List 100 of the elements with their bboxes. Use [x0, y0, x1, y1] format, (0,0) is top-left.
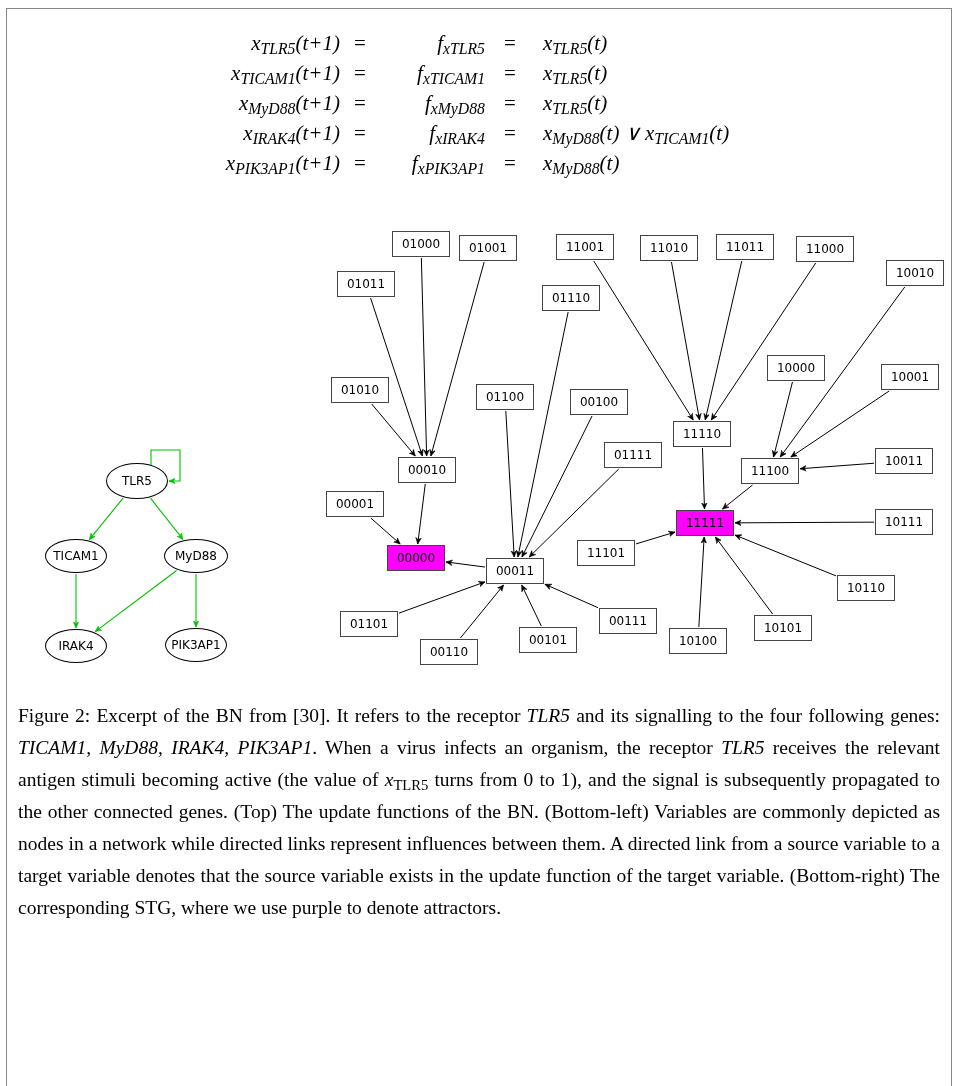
arrow [150, 497, 184, 540]
state-box [741, 458, 799, 484]
arrow [370, 517, 401, 545]
gene-ellipse [164, 539, 228, 573]
figure-caption: Figure 2: Excerpt of the BN from [30]. It refers to the receptor TLR5 and its signalling to the four following genes: TICAM1, MyD88, IRAK4, PIK3AP1. When a virus infects an organism, the receptor TLR5 receives the relevant antigen stimuli becoming active (the value of x$_{TLR5}$ turns from 0 to 1), and the signal is subsequently propagated to the other connected genes. (Top) The update functions of the BN. (Bottom-left) Variables are commonly depicted as nodes in a network while directed links represent influences between them. A directed link from a source variable to a target variable denotes that the source variable exists in the update function of the target variable. (Bottom-right) The corresponding STG, where we use purple to denote attractors. [18, 704, 940, 920]
arrow [734, 534, 837, 577]
equals-sign: = [353, 60, 367, 87]
gene-ellipse [45, 629, 107, 663]
arrow [445, 559, 486, 568]
equation-term: x$_{TLR5}$(t) [541, 90, 609, 118]
attractor-state-box [676, 510, 734, 536]
node-label: 00100 [579, 394, 619, 411]
node-label: MyD88 [175, 548, 217, 565]
node-label: 10001 [890, 369, 930, 386]
state-box [476, 384, 534, 410]
gene-ellipse [106, 463, 168, 499]
state-box [875, 509, 933, 535]
equals-sign: = [503, 150, 517, 177]
equation-term: x$_{TICAM1}$(t+1) [229, 60, 340, 88]
equals-sign: = [353, 120, 367, 147]
arrow [420, 257, 430, 457]
arrow [710, 262, 817, 421]
state-box [331, 377, 389, 403]
node-label: TLR5 [122, 473, 152, 490]
attractor-state-box [387, 545, 445, 571]
node-label: 11010 [649, 240, 689, 257]
state-box [556, 234, 614, 260]
arrow [734, 519, 875, 526]
arrow [521, 584, 542, 627]
node-label: 00000 [396, 550, 436, 567]
node-label: 10011 [884, 453, 924, 470]
arrow [429, 261, 485, 457]
arrow [94, 570, 178, 633]
state-box [837, 575, 895, 601]
state-box [875, 448, 933, 474]
arrow [772, 381, 793, 458]
arrow [521, 415, 593, 558]
gene-ellipse [45, 539, 107, 573]
equation-term: x$_{IRAK4}$(t+1) [242, 120, 340, 148]
state-box [542, 285, 600, 311]
state-box [420, 639, 478, 665]
equation-term: x$_{TLR5}$(t) [541, 30, 609, 58]
state-box [570, 389, 628, 415]
arrow [722, 484, 753, 510]
node-label: 00101 [528, 632, 568, 649]
gene-ellipse [165, 628, 227, 662]
arrow [779, 286, 906, 458]
state-box [673, 421, 731, 447]
arrow [72, 573, 80, 629]
node-label: 01110 [551, 290, 591, 307]
node-label: 11100 [750, 463, 790, 480]
state-box [519, 627, 577, 653]
state-box [754, 615, 812, 641]
node-label: IRAK4 [58, 638, 94, 655]
state-box [767, 355, 825, 381]
arrow [698, 536, 707, 628]
state-box [577, 540, 635, 566]
arrow [459, 584, 505, 639]
arrow [371, 403, 416, 457]
equals-sign: = [353, 90, 367, 117]
equals-sign: = [503, 60, 517, 87]
node-label: 01010 [340, 382, 380, 399]
node-label: 01100 [485, 389, 525, 406]
arrow [593, 260, 694, 421]
equation-term: x$_{TLR5}$(t+1) [250, 30, 340, 58]
equation-term: x$_{PIK3AP1}$(t+1) [224, 150, 340, 178]
node-label: 10000 [776, 360, 816, 377]
arrow [398, 581, 486, 614]
node-label: PIK3AP1 [171, 637, 221, 654]
node-label: 11110 [682, 426, 722, 443]
arrow [370, 297, 424, 457]
arrow [714, 536, 774, 615]
state-box [459, 235, 517, 261]
state-box [669, 628, 727, 654]
node-label: 01111 [613, 447, 653, 464]
node-label: 10010 [895, 265, 935, 282]
equals-sign: = [503, 90, 517, 117]
node-label: 11000 [805, 241, 845, 258]
node-label: 10111 [884, 514, 924, 531]
arrow [415, 483, 426, 545]
equals-sign: = [353, 150, 367, 177]
arrow [192, 573, 200, 628]
node-label: 01000 [401, 236, 441, 253]
arrow [703, 260, 743, 421]
state-box [326, 491, 384, 517]
node-label: 01101 [349, 616, 389, 633]
equals-sign: = [503, 30, 517, 57]
state-box [337, 271, 395, 297]
node-label: 01011 [346, 276, 386, 293]
equation-term: x$_{TLR5}$(t) [541, 60, 609, 88]
equals-sign: = [353, 30, 367, 57]
node-label: TICAM1 [53, 548, 99, 565]
arrow [671, 261, 702, 421]
arrow [88, 497, 124, 541]
node-label: 11011 [725, 239, 765, 256]
equation-term: x$_{MyD88}$(t+1) [237, 90, 340, 118]
arrow [150, 449, 181, 485]
state-box [886, 260, 944, 286]
arrow [635, 530, 676, 545]
arrow [701, 447, 708, 510]
